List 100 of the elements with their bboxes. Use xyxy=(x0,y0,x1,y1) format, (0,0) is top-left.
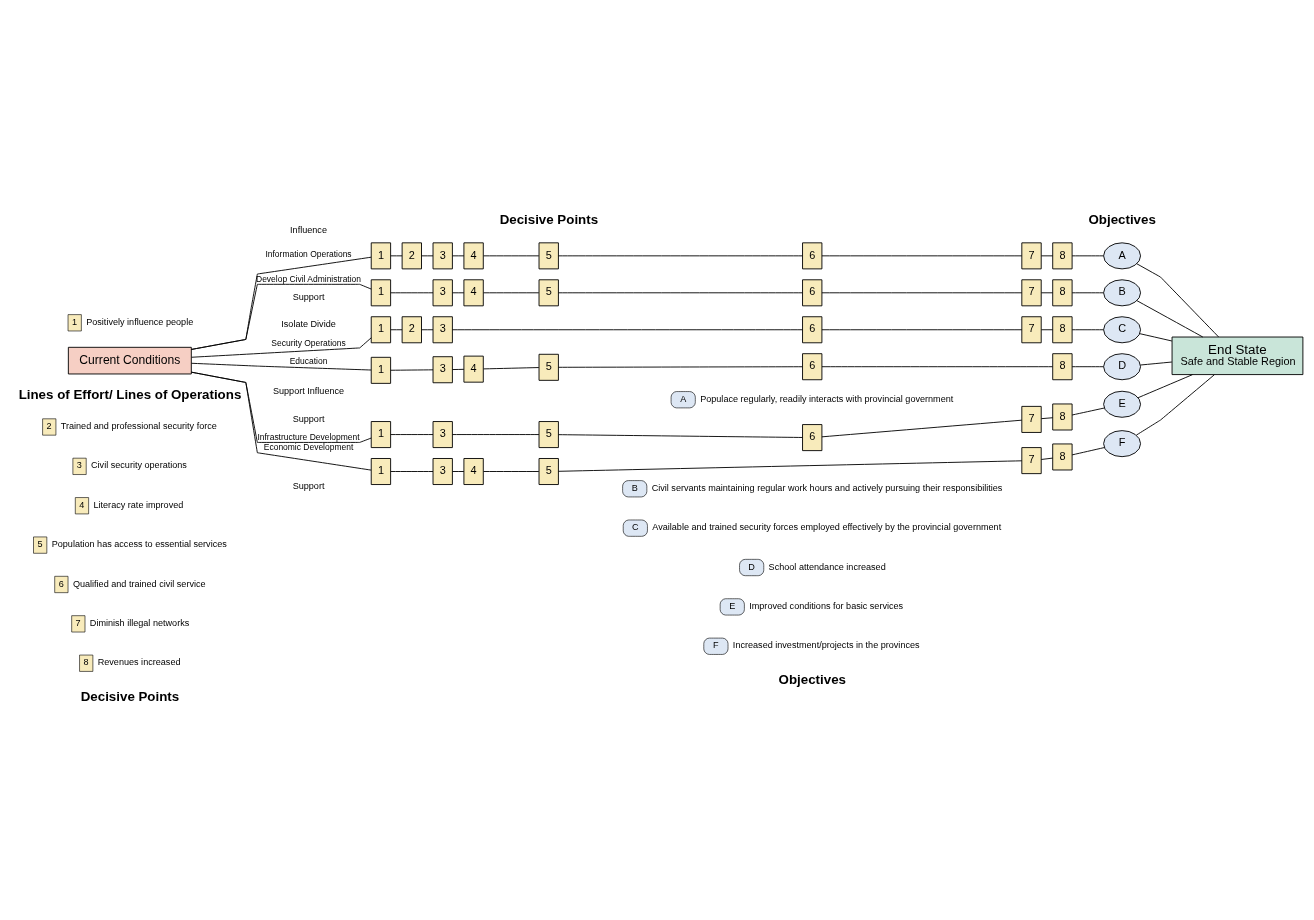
node-box: 4 xyxy=(463,355,484,383)
connector xyxy=(390,292,434,294)
label: Objectives xyxy=(778,672,846,688)
connector xyxy=(451,329,803,331)
node-label: School attendance increased xyxy=(768,561,886,572)
node-ellipse: E xyxy=(1103,390,1141,418)
label: Decisive Points xyxy=(499,212,599,228)
label: Support xyxy=(292,413,325,424)
label: Decisive Points xyxy=(80,689,180,705)
connector xyxy=(1071,447,1105,456)
connector xyxy=(1040,329,1054,331)
connector xyxy=(558,366,803,368)
node-box: 8 xyxy=(1052,443,1073,471)
connector xyxy=(1040,292,1054,294)
node-label: Increased investment/projects in the provinces xyxy=(732,640,920,651)
node-box: 3 xyxy=(432,356,453,384)
label: Influence xyxy=(290,224,327,235)
connector xyxy=(1071,292,1104,294)
connector xyxy=(1140,361,1173,366)
connector xyxy=(390,329,403,331)
connector xyxy=(1137,374,1193,399)
node-box: 1 xyxy=(370,421,392,449)
node-box: 2 xyxy=(401,242,422,270)
node-ellipse: F xyxy=(1103,430,1141,458)
node-box: 8 xyxy=(1052,353,1073,381)
node-ellipse: C xyxy=(1103,316,1141,344)
node-box: 1 xyxy=(370,279,392,307)
node-box: End State Safe and Stable Region xyxy=(1171,336,1304,376)
connector xyxy=(1040,255,1054,257)
node-box: 7 xyxy=(1021,242,1042,270)
node-ellipse: D xyxy=(1103,353,1141,381)
node-label: Available and trained security forces employed effectively by the provincial government xyxy=(652,522,1002,533)
connector xyxy=(1136,300,1204,338)
node-label: Trained and professional security force xyxy=(60,421,217,432)
connector xyxy=(452,471,465,472)
edge-label: Economic Development xyxy=(263,442,354,453)
node-box: 5 xyxy=(538,353,559,381)
node-label: Literacy rate improved xyxy=(93,499,184,510)
node-box: 7 xyxy=(1021,279,1042,307)
connector xyxy=(190,283,372,350)
node-box: 6 xyxy=(802,424,823,452)
node-label: Populace regularly, readily interacts with provincial government xyxy=(700,393,954,404)
node-ellipse: A xyxy=(1103,242,1141,270)
connector xyxy=(1136,263,1220,338)
connector xyxy=(483,471,540,472)
connector xyxy=(558,292,803,294)
node-box: 6 xyxy=(802,279,823,307)
connector xyxy=(821,329,1023,331)
node-box: 4 xyxy=(463,279,484,307)
node-label: Positively influence people xyxy=(86,316,194,327)
node-label: Civil security operations xyxy=(91,460,187,471)
node-box: 3 xyxy=(432,279,453,307)
node-label: Civil servants maintaining regular work hours and actively pursuing their responsibilities xyxy=(651,482,1003,493)
edge-label: Infrastructure Development xyxy=(257,432,360,443)
connector xyxy=(1040,417,1054,420)
connector xyxy=(1071,366,1104,368)
node-box: 5 xyxy=(538,421,559,449)
node-box: 7 xyxy=(1021,405,1042,433)
node-box: 5 xyxy=(538,279,559,307)
node-box: 3 xyxy=(432,242,453,270)
connector xyxy=(1071,407,1105,416)
label: Support Influence xyxy=(272,386,345,397)
label: Support xyxy=(292,480,325,491)
connector xyxy=(190,256,372,350)
node-box: 3 xyxy=(432,421,453,449)
connector xyxy=(190,371,372,471)
connector xyxy=(558,255,803,257)
node-label: Improved conditions for basic services xyxy=(749,601,904,612)
edge-label: Information Operations xyxy=(265,248,352,259)
connector xyxy=(483,255,540,257)
connector xyxy=(390,255,403,257)
node-box: 4 xyxy=(463,458,484,485)
node-box: 8 xyxy=(1052,403,1073,431)
node-box: 1 xyxy=(370,356,392,384)
connector xyxy=(558,434,803,438)
label: Objectives xyxy=(1088,212,1156,228)
node-label: Qualified and trained civil service xyxy=(72,578,206,589)
label: Support xyxy=(292,291,325,302)
node-box: 6 xyxy=(802,242,823,270)
node-label: Diminish illegal networks xyxy=(89,617,190,628)
connector xyxy=(483,292,540,294)
node-box: 2 xyxy=(401,316,422,344)
node-box: 8 xyxy=(1052,279,1073,307)
node-ellipse: B xyxy=(1103,279,1141,307)
node-box: 3 xyxy=(432,458,453,485)
connector xyxy=(821,366,1054,368)
node-box: 1 xyxy=(370,242,392,270)
node-label: Revenues increased xyxy=(97,657,181,668)
connector xyxy=(191,337,372,358)
connector xyxy=(421,255,434,257)
node-box: 1 xyxy=(370,316,392,344)
connector xyxy=(821,419,1023,438)
node-box: 8 xyxy=(1052,242,1073,270)
edge-label: Education xyxy=(289,355,328,366)
label: Lines of Effort/ Lines of Operations xyxy=(18,386,242,402)
connector xyxy=(452,368,465,370)
node-box: 5 xyxy=(538,242,559,270)
connector xyxy=(390,369,434,371)
connector xyxy=(1139,333,1173,342)
node-box: 8 xyxy=(1052,316,1073,344)
